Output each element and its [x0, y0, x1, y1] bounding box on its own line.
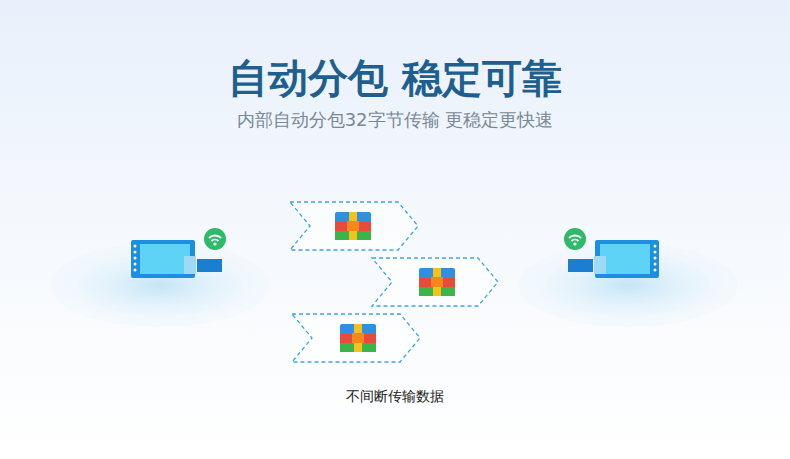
module-left [131, 228, 226, 278]
module-right [564, 228, 659, 278]
subtitle: 内部自动分包32字节传输 更稳定更快速 [237, 108, 554, 132]
packet-icons [335, 212, 455, 352]
packet-arrows [290, 202, 498, 362]
caption: 不间断传输数据 [346, 388, 444, 406]
page-title: 自动分包 稳定可靠 [228, 51, 562, 106]
